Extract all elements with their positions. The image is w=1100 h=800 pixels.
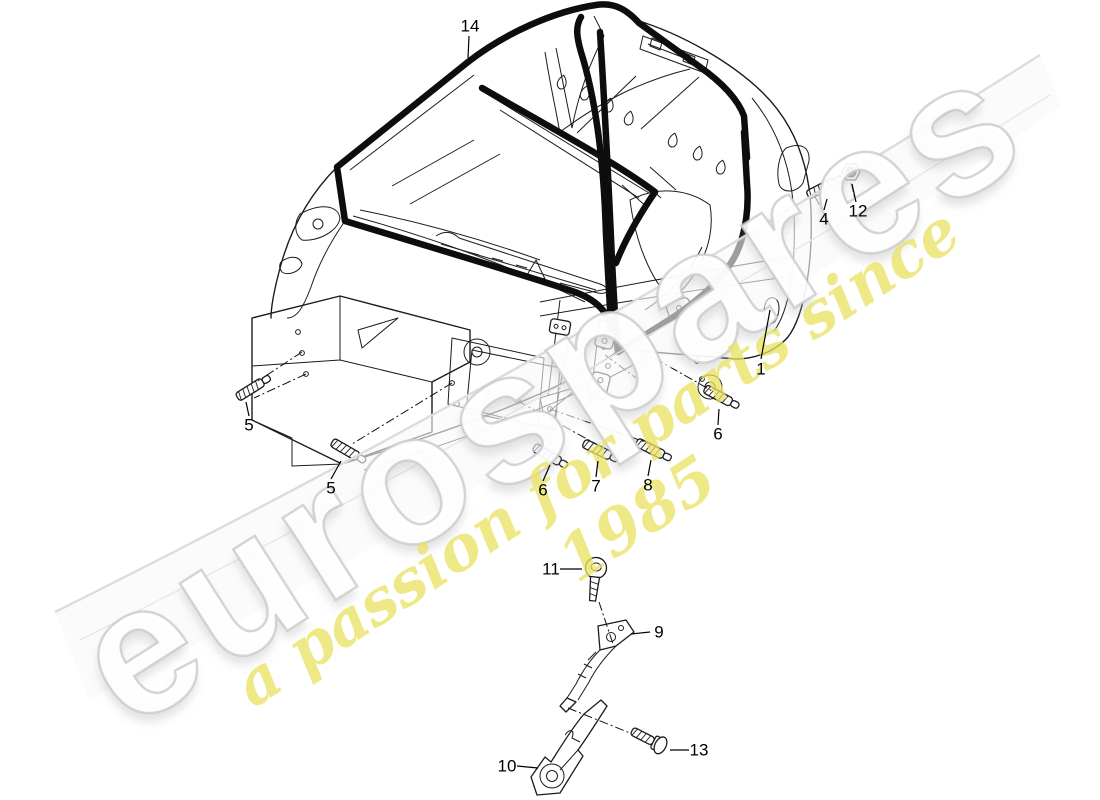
screw-13: [630, 727, 668, 755]
stud-7: [580, 438, 621, 465]
bracket-10: [530, 699, 608, 796]
fasteners: [234, 163, 861, 796]
bracket-9: [559, 619, 635, 713]
stud-8: [633, 437, 674, 464]
mounting-holes: [295, 329, 705, 412]
nut-12: [841, 163, 861, 181]
stud-6a: [531, 442, 570, 471]
screw-11: [584, 556, 608, 602]
stud-4: [805, 173, 845, 200]
stud-5a: [234, 372, 273, 402]
